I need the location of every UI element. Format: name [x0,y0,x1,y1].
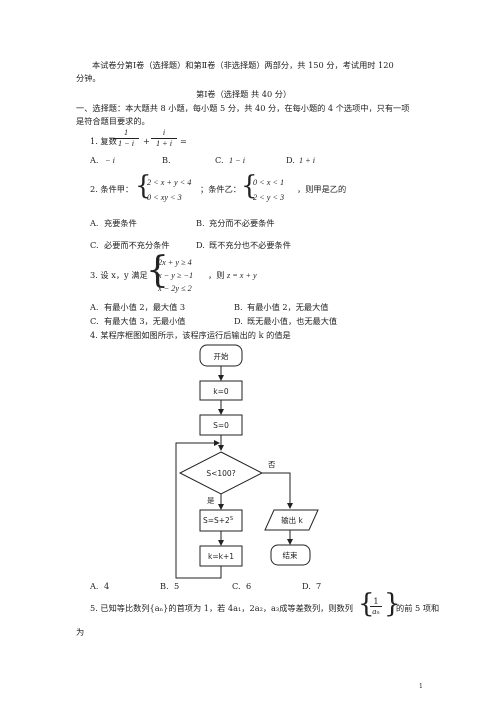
q3-option-a-letter: A. [90,302,99,312]
q5-frac-denominator: aₙ [370,606,382,617]
q3-system-line-3: x − 2y ≤ 2 [158,284,192,293]
q4-option-a-letter: A. [90,581,99,591]
q1-fraction-1: 1 1 − i [112,128,140,149]
q1-plus: + [143,136,150,146]
q2-mid: ；条件乙： [200,184,241,194]
q4-option-c-letter: C. [232,581,241,591]
q2-prefix: 2. 条件甲： [90,184,134,194]
q2-option-a-text: 充要条件 [104,218,137,228]
flow-no-label: 否 [268,460,276,469]
q1-equals: = [180,136,187,146]
q4-stem: 4. 某程序框图如图所示，该程序运行后输出的 k 的值是 [90,330,291,340]
flow-update-s-box [199,509,243,532]
q3-suffix-expr: z = x + y [227,271,257,280]
flow-init-k-box [199,380,243,401]
q1-option-c-letter: C. [215,155,224,165]
q2-jia-brace: { [135,171,152,201]
q3-option-b-letter: B. [234,302,243,312]
q1-option-a-text: − i [105,156,115,165]
q3-option-d-letter: D. [234,316,243,326]
q2-option-a-letter: A. [90,218,99,228]
instruction-line-2: 是符合题目要求的。 [76,116,150,126]
page-number: 1 [419,683,423,690]
q5-line-1a: 5. 已知等比数列{aₙ}的首项为 1，若 4a₁，2a₂，a₃成等差数列，则数… [90,603,353,613]
q2-jia-line-1: 2 < x + y < 4 [147,178,192,187]
q3-system-line-2: x − y ≥ −1 [158,271,194,280]
q2-option-c-letter: C. [90,240,99,250]
q2-option-d-letter: D. [196,240,205,250]
q1-option-b-letter: B. [162,155,171,165]
q3-suffix: ，则 [208,270,225,280]
q3-brace: { [146,250,169,291]
q2-jia-line-2: 0 < xy < 3 [147,193,182,202]
q2-option-b-text: 充分而不必要条件 [209,218,275,228]
q1-option-d-text: 1 + i [299,156,315,165]
intro-line-1: 本试卷分第Ⅰ卷（选择题）和第Ⅱ卷（非选择题）两部分，共 150 分，考试用时 1… [92,60,394,70]
flow-update-s-base: S=S+2 [203,516,230,525]
q2-option-b-letter: B. [196,218,205,228]
flow-start-box [199,344,243,367]
section-title: 第Ⅰ卷（选择题 共 40 分） [196,89,292,99]
q1-option-d-letter: D. [286,155,295,165]
q5-fraction: 1 aₙ [369,596,383,617]
flow-end-box [270,544,311,566]
q3-option-b-text: 有最小值 2，无最大值 [247,302,329,312]
q4-option-d-letter: D. [302,581,311,591]
flow-end-label: 结束 [283,550,298,560]
q5-line-1b: 的前 5 项和 [396,603,440,613]
flow-yes-label: 是 [207,496,215,505]
q1-frac2-numerator: i [162,128,166,137]
flow-condition-diamond [178,451,264,495]
q4-option-a-text: 4 [104,581,110,591]
flow-start-label: 开始 [214,351,229,361]
q4-option-c-text: 6 [246,581,252,591]
q5-line-2: 为 [76,627,85,637]
q3-option-c-letter: C. [90,316,99,326]
q1-option-a-letter: A. [90,155,99,165]
q2-option-d-text: 既不充分也不必要条件 [209,240,291,250]
q3-option-a-text: 有最小值 2，最大值 3 [104,302,186,312]
intro-line-2: 分钟。 [76,73,101,83]
q2-suffix: ，则甲是乙的 [297,184,347,194]
instruction-line-1: 一、选择题：本大题共 8 小题，每小题 5 分，共 40 分，在每小题的 4 个… [76,103,410,113]
q1-frac1-numerator: 1 [123,128,129,137]
q4-option-d-text: 7 [316,581,322,591]
q5-brace-right: } [384,589,401,619]
flow-update-s-label: S=S+2S [203,516,233,525]
q1-frac1-denominator: 1 − i [113,138,139,149]
flow-condition-label: S<100? [206,469,235,478]
q5-frac-numerator: 1 [373,596,379,606]
q3-system-line-1: 2x + y ≥ 4 [158,258,192,267]
flow-init-s-label: S=0 [213,421,229,430]
q2-yi-line-2: 2 < y < 3 [253,193,285,202]
q4-option-b-letter: B. [160,581,169,591]
q3-option-c-text: 有最大值 3，无最小值 [104,316,186,326]
q4-option-b-text: 5 [174,581,180,591]
q2-yi-brace: { [241,171,258,201]
q2-option-c-text: 必要而不充分条件 [104,240,170,250]
flow-update-s-exponent: S [230,516,233,522]
flow-update-k-label: k=k+1 [208,552,234,561]
q3-option-d-text: 既无最小值，也无最大值 [247,316,338,326]
flow-output-box [264,509,319,531]
q1-option-c-text: 1 − i [229,156,245,165]
q1-prefix: 1. 复数 [90,136,117,146]
q1-frac2-denominator: 1 + i [151,138,177,149]
q3-prefix: 3. 设 x，y 满足 [90,270,148,280]
flow-init-k-label: k=0 [213,387,229,396]
q5-brace-left: { [358,589,375,619]
q1-fraction-2: i 1 + i [150,128,178,149]
q2-yi-line-1: 0 < x < 1 [253,178,285,187]
flow-update-k-box [199,545,243,567]
flow-output-label: 输出 k [281,515,303,525]
flow-init-s-box [199,414,243,436]
